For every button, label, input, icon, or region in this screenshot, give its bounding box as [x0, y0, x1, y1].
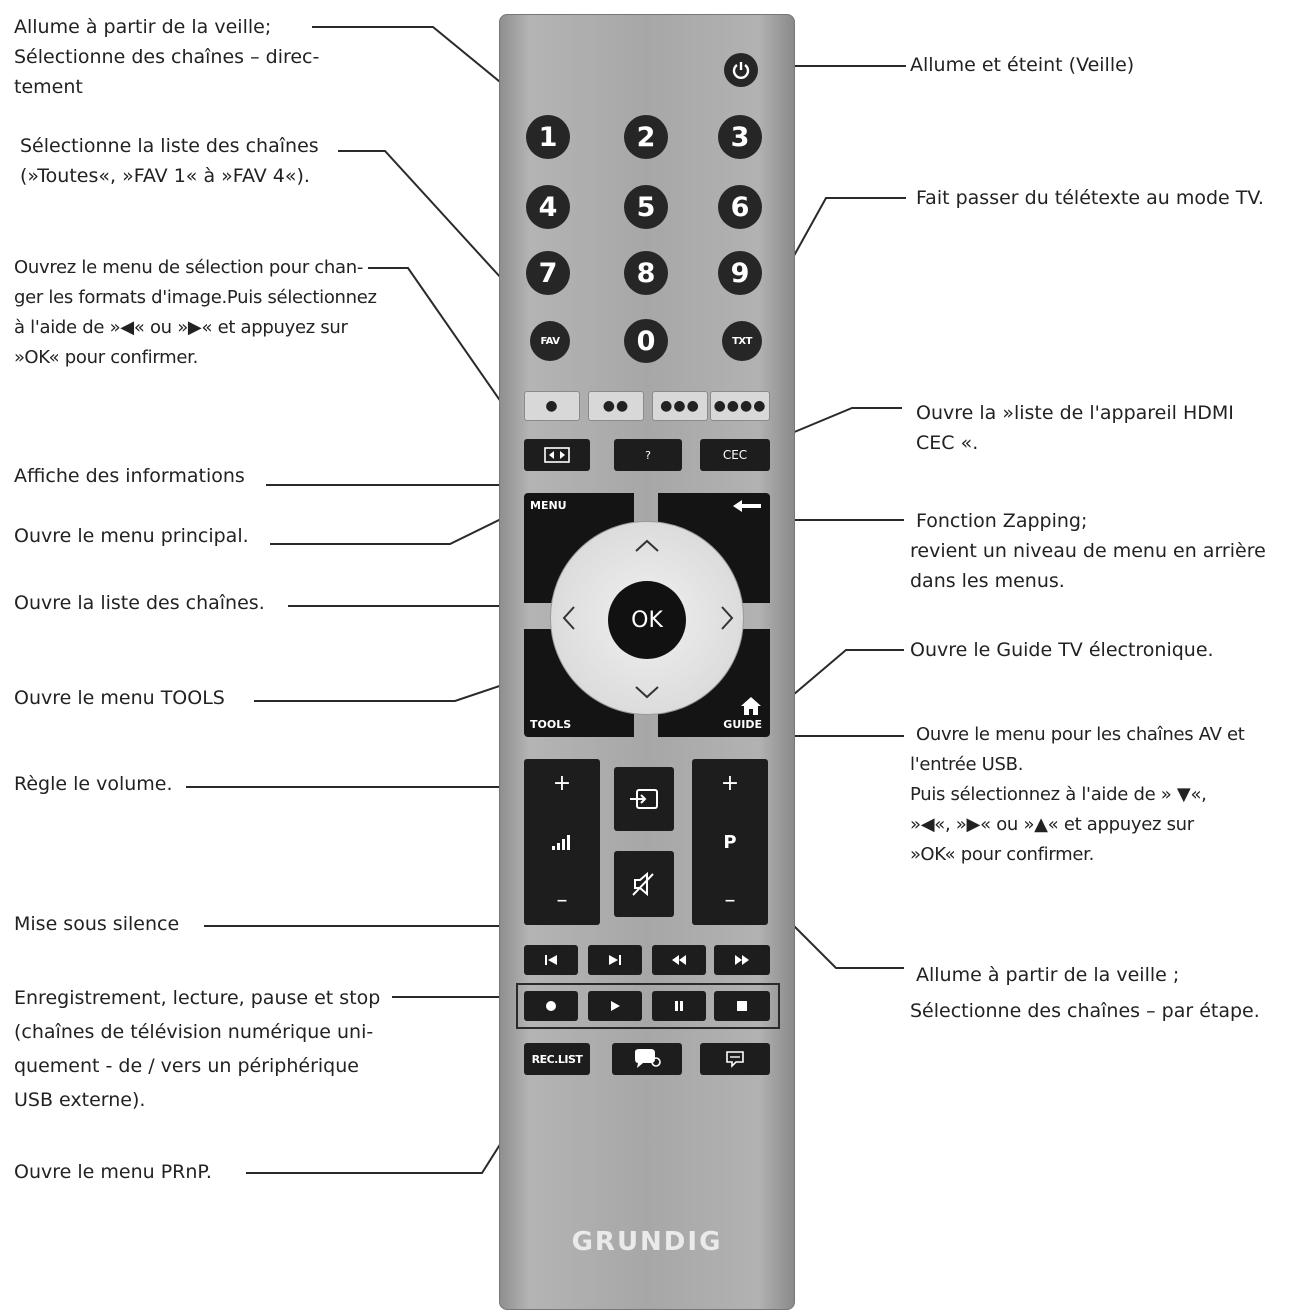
play-icon — [611, 1001, 620, 1011]
label-volume: Règle le volume. — [14, 773, 173, 795]
label-hdmi-cec: Ouvre la »liste de l'appareil HDMI CEC «… — [916, 402, 1234, 454]
digit-0-button[interactable]: 0 — [624, 319, 668, 363]
digit-4-button[interactable]: 4 — [526, 185, 570, 229]
back-arrow-icon — [733, 500, 761, 512]
pause-button[interactable] — [652, 991, 706, 1021]
digit-8-button[interactable]: 8 — [624, 251, 668, 295]
skip-back-button[interactable] — [524, 945, 578, 975]
digit-5-button[interactable]: 5 — [624, 185, 668, 229]
fast-forward-button[interactable] — [714, 945, 770, 975]
color-key-1[interactable]: ● — [524, 391, 580, 421]
label-recording: Enregistrement, lecture, pause et stop (… — [14, 987, 381, 1111]
chevron-right-icon — [721, 606, 734, 630]
color-key-4[interactable]: ●●●● — [710, 391, 770, 421]
label-picture-format: Ouvrez le menu de sélection pour chan- g… — [14, 257, 377, 368]
nav-down-button[interactable] — [624, 677, 670, 707]
chevron-down-icon — [635, 686, 659, 699]
fav-button[interactable]: FAV — [530, 321, 570, 361]
color-key-3[interactable]: ●●● — [652, 391, 708, 421]
label-main-menu: Ouvre le menu principal. — [14, 525, 249, 547]
label-teletext: Fait passer du télétexte au mode TV. — [916, 187, 1264, 209]
skip-back-icon — [545, 955, 557, 965]
mute-button[interactable] — [614, 851, 674, 917]
label-prnp: Ouvre le menu PRnP. — [14, 1161, 212, 1183]
subtitle-icon — [726, 1051, 744, 1068]
label-zapping: Fonction Zapping; revient un niveau de m… — [910, 510, 1266, 592]
ok-button[interactable]: OK — [608, 581, 686, 659]
digit-1-button[interactable]: 1 — [526, 115, 570, 159]
pause-icon — [675, 1001, 683, 1011]
fast-forward-icon — [735, 955, 749, 965]
power-button[interactable] — [724, 53, 758, 87]
chevron-up-icon — [635, 539, 659, 552]
skip-forward-icon — [609, 955, 621, 965]
digit-2-button[interactable]: 2 — [624, 115, 668, 159]
record-controls-frame — [516, 983, 780, 1029]
program-rocker[interactable]: + P – — [692, 759, 768, 925]
play-button[interactable] — [588, 991, 642, 1021]
label-standby-step: Allume à partir de la veille ; Sélection… — [910, 964, 1260, 1022]
stop-icon — [737, 1001, 747, 1011]
program-down-button[interactable]: – — [724, 888, 736, 913]
power-icon — [732, 62, 750, 79]
label-standby-direct: Allume à partir de la veille; Sélectionn… — [14, 16, 320, 98]
rewind-icon — [672, 955, 686, 965]
stop-button[interactable] — [714, 991, 770, 1021]
mute-icon — [632, 871, 654, 897]
rewind-button[interactable] — [652, 945, 706, 975]
brand-logo: GRUNDIG — [571, 1227, 723, 1257]
program-label: P — [723, 831, 737, 853]
label-channel-list: Ouvre la liste des chaînes. — [14, 592, 265, 614]
cec-button[interactable]: CEC — [700, 439, 770, 471]
record-icon — [546, 1001, 556, 1011]
volume-up-button[interactable]: + — [552, 771, 572, 796]
digit-3-button[interactable]: 3 — [718, 115, 762, 159]
info-button[interactable]: ? — [614, 439, 682, 471]
label-power: Allume et éteint (Veille) — [910, 54, 1135, 76]
program-up-button[interactable]: + — [720, 771, 740, 796]
volume-down-button[interactable]: – — [556, 888, 568, 913]
source-button[interactable] — [614, 767, 674, 831]
nav-right-button[interactable] — [712, 595, 742, 641]
remote-control: 1 2 3 4 5 6 7 8 9 FAV 0 TXT ● ●● ●●● ●●●… — [499, 14, 795, 1310]
label-tools-menu: Ouvre le menu TOOLS — [14, 687, 225, 709]
picture-format-icon — [544, 447, 570, 463]
color-key-2[interactable]: ●● — [588, 391, 644, 421]
label-channel-list-select: Sélectionne la liste des chaînes (»Toute… — [20, 135, 319, 187]
rec-list-button[interactable]: REC.LIST — [524, 1043, 590, 1075]
volume-rocker[interactable]: + – — [524, 759, 600, 925]
subtitle-button[interactable] — [700, 1043, 770, 1075]
label-epg: Ouvre le Guide TV électronique. — [910, 639, 1214, 661]
record-button[interactable] — [524, 991, 578, 1021]
digit-6-button[interactable]: 6 — [718, 185, 762, 229]
txt-button[interactable]: TXT — [722, 321, 762, 361]
volume-bars-icon — [552, 835, 570, 850]
label-mute: Mise sous silence — [14, 913, 180, 935]
label-av-usb: Ouvre le menu pour les chaînes AV et l'e… — [910, 724, 1245, 865]
source-input-icon — [630, 789, 658, 809]
label-info: Affiche des informations — [14, 465, 245, 487]
speech-bubble-icon — [635, 1049, 661, 1068]
chevron-left-icon — [562, 606, 575, 630]
skip-forward-button[interactable] — [588, 945, 642, 975]
picture-format-button[interactable] — [524, 439, 590, 471]
nav-left-button[interactable] — [554, 595, 584, 641]
audio-language-button[interactable] — [612, 1043, 682, 1075]
digit-7-button[interactable]: 7 — [526, 251, 570, 295]
home-icon — [741, 697, 761, 715]
nav-up-button[interactable] — [624, 531, 670, 561]
digit-9-button[interactable]: 9 — [718, 251, 762, 295]
